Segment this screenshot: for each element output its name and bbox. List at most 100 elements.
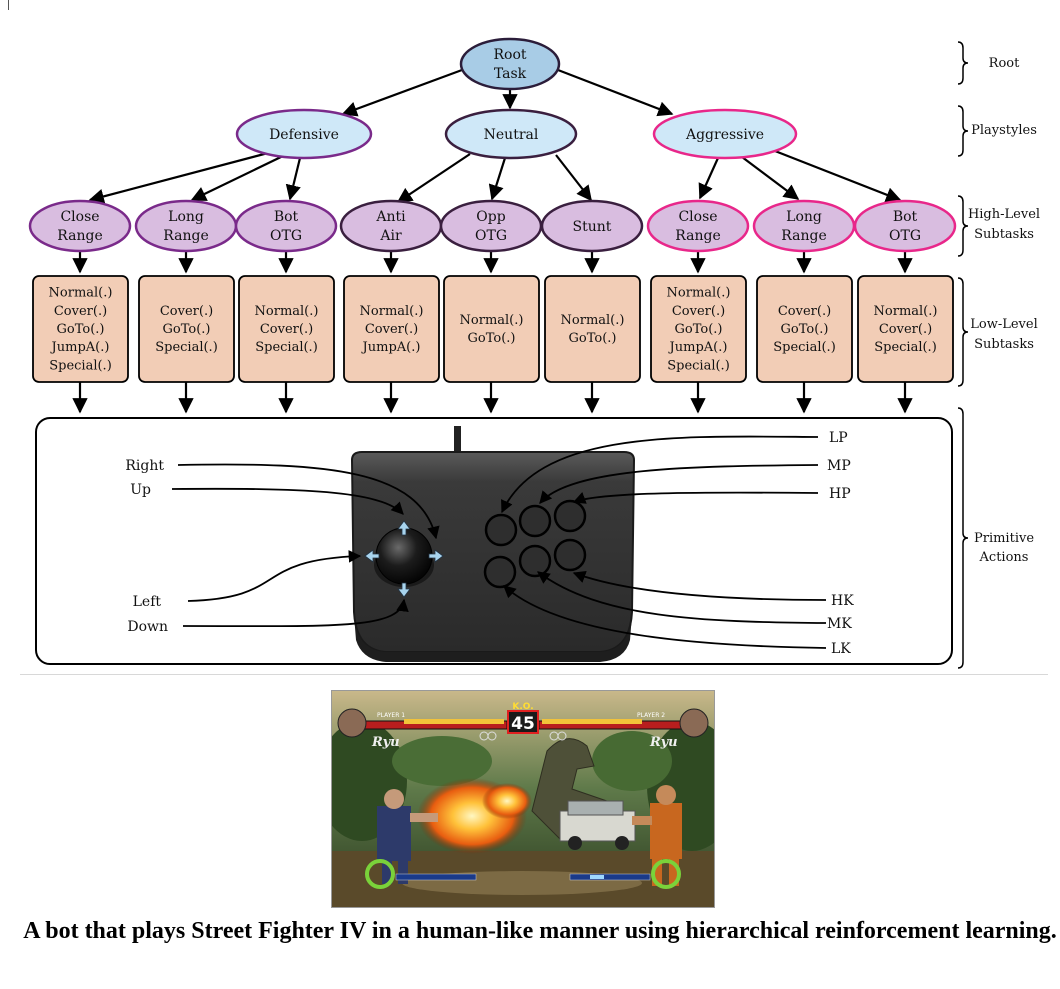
low-level-action: Cover(.) — [879, 322, 932, 337]
action-box-rect — [343, 275, 440, 383]
text-cursor — [8, 0, 9, 10]
low-level-action: Special(.) — [155, 340, 218, 355]
action-label-up: Up — [130, 482, 151, 498]
low-level-action: Cover(.) — [160, 304, 213, 319]
player2-label: PLAYER 2 — [637, 712, 665, 719]
controller-buttons — [483, 499, 587, 589]
action-box-rect — [857, 275, 954, 383]
subtask-label-line: OTG — [889, 228, 921, 244]
down-arrow-icon — [397, 582, 411, 598]
action-box-rect — [238, 275, 335, 383]
subtask-ellipse — [28, 199, 132, 253]
action-box-rect — [544, 275, 641, 383]
low-level-action: Special(.) — [874, 340, 937, 355]
low-level-action: Special(.) — [773, 340, 836, 355]
subtask-edges — [72, 251, 913, 414]
caption: A bot that plays Street Fighter IV in a … — [23, 918, 1057, 944]
action-label-hp: HP — [829, 486, 851, 502]
subtask-label-line: Air — [379, 228, 402, 244]
low-level-action: Normal(.) — [561, 313, 625, 328]
player1-label: PLAYER 1 — [377, 712, 405, 719]
controller-button — [553, 538, 587, 572]
low-level-action: Cover(.) — [365, 322, 418, 337]
subtask-ellipse — [540, 199, 644, 253]
subtask-label-line: OTG — [270, 228, 302, 244]
stick-action-labels: Right Up Left Down — [125, 458, 168, 635]
low-level-action-box: Normal(.)GoTo(.) — [443, 275, 540, 383]
level-label-line: Subtasks — [974, 337, 1034, 352]
low-level-action: JumpA(.) — [668, 340, 728, 355]
low-level-action: GoTo(.) — [569, 331, 617, 346]
low-level-action: GoTo(.) — [163, 322, 211, 337]
low-level-action: JumpA(.) — [50, 340, 110, 355]
level-label-line: Subtasks — [974, 227, 1034, 242]
subtask-ellipse — [853, 199, 957, 253]
jeep — [559, 800, 636, 850]
action-label-right: Right — [125, 458, 164, 474]
low-level-action: Normal(.) — [667, 286, 731, 301]
low-level-action: Normal(.) — [255, 304, 319, 319]
section-divider — [20, 674, 1048, 675]
controller-button — [518, 544, 552, 578]
low-level-action: Normal(.) — [49, 286, 113, 301]
low-level-action: Cover(.) — [778, 304, 831, 319]
player1-super-meter — [395, 873, 477, 881]
subtask-label-line: OTG — [475, 228, 507, 244]
subtask-label-line: Anti — [375, 209, 406, 225]
low-level-action-box: Cover(.) GoTo(.) Special(.) — [138, 275, 235, 383]
player1-name: Ryu — [371, 735, 400, 750]
level-brace — [957, 41, 969, 85]
game-hud: 45 K.O. PLAYER 1 PLAYER 2 Ryu Ryu — [337, 702, 709, 889]
player1-portrait — [337, 708, 367, 738]
subtask-label-line: Range — [57, 228, 102, 244]
joystick-ball — [375, 527, 433, 585]
playstyle-edges — [88, 149, 902, 204]
controller-base — [354, 615, 632, 662]
subtask-label-line: Range — [675, 228, 720, 244]
stick-mapping-curves — [171, 463, 440, 628]
right-arrow-icon — [428, 549, 444, 563]
low-level-action: Cover(.) — [672, 304, 725, 319]
subtask-label-line: Long — [786, 209, 822, 225]
action-label-hk: HK — [831, 593, 854, 609]
low-level-action-box: Normal(.) GoTo(.) — [544, 275, 641, 383]
subtask-label-line: Bot — [274, 209, 299, 225]
low-level-action-box: Normal(.) Cover(.) Special(.) — [857, 275, 954, 383]
low-level-action-box: Normal(.)Cover(.)JumpA(.) — [343, 275, 440, 383]
subtask-label-line: Range — [163, 228, 208, 244]
level-brace — [957, 407, 969, 669]
level-label-line: Low-Level — [970, 317, 1038, 332]
player2-revenge-gauge — [651, 859, 681, 889]
ko-badge: K.O. — [512, 702, 533, 712]
level-label-line: Actions — [979, 550, 1029, 565]
root-edges — [341, 68, 674, 117]
low-level-action-box: Normal(.)Cover(.)Special(.) — [238, 275, 335, 383]
subtask-ellipse — [646, 199, 750, 253]
subtask-label-line: Range — [781, 228, 826, 244]
action-label-left: Left — [133, 594, 162, 610]
level-label-line: High-Level — [968, 207, 1040, 222]
fighter-left — [377, 789, 438, 884]
low-level-action: Cover(.) — [54, 304, 107, 319]
up-arrow-icon — [397, 520, 411, 536]
low-level-action: GoTo(.) — [57, 322, 105, 337]
subtask-label-line: Close — [60, 209, 99, 225]
round-timer: 45 — [511, 714, 535, 734]
low-level-action: GoTo(.) — [468, 331, 516, 346]
low-level-action: Normal(.) — [874, 304, 938, 319]
playstyle-label-neutral: Neutral — [484, 127, 539, 143]
controller-button — [483, 555, 517, 589]
action-box-rect — [138, 275, 235, 383]
subtask-nodes: CloseRangeLongRangeBotOTGAntiAirOppOTGSt… — [28, 199, 957, 253]
level-brace — [957, 277, 969, 387]
level-braces — [957, 41, 969, 669]
arcade-controller — [350, 426, 636, 662]
hierarchy-diagram: Root Task Defensive Neutral Aggressive C… — [28, 37, 1040, 669]
low-level-action: Cover(.) — [260, 322, 313, 337]
subtask-node: Stunt — [540, 199, 644, 253]
root-label-line-1: Root — [493, 47, 526, 63]
